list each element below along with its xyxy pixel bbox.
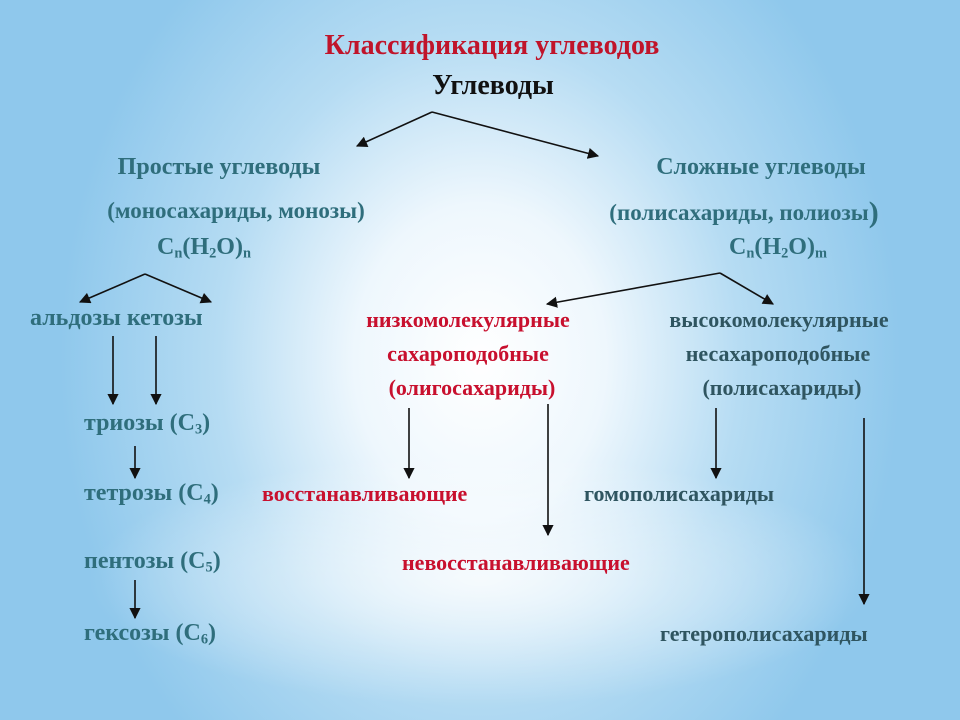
- root-node: Углеводы: [432, 70, 554, 101]
- low-molecular-line1: низкомолекулярные: [366, 307, 570, 332]
- trioses-label: триозы (C3): [84, 410, 211, 438]
- high-molecular-line3: (полисахариды): [702, 375, 862, 400]
- pentoses-label: пентозы (C5): [84, 548, 221, 576]
- simple-carbs-note: (моносахариды, монозы): [107, 198, 365, 223]
- arrow-complex-to-low: [545, 272, 721, 308]
- reducing-label: восстанавливающие: [262, 481, 468, 506]
- high-molecular-line1: высокомолекулярные: [669, 307, 889, 332]
- arrow-simple-to-ketoses: [144, 273, 213, 304]
- low-molecular-line3: (олигосахариды): [388, 375, 556, 400]
- simple-carbs-formula: Cn(H2O)n: [157, 234, 251, 262]
- hexoses-label: гексозы (C6): [84, 620, 217, 648]
- aldoses-ketoses-label: альдозы кетозы: [30, 305, 203, 331]
- complex-carbs-formula: Cn(H2O)m: [729, 234, 827, 262]
- simple-carbs-label: Простые углеводы: [117, 154, 321, 180]
- arrow-simple-to-aldoses: [78, 273, 146, 304]
- heteropolysaccharides-label: гетерополисахариды: [660, 621, 868, 646]
- high-molecular-line2: несахароподобные: [685, 341, 871, 366]
- arrow-root-to-simple: [355, 111, 433, 147]
- low-molecular-line2: сахароподобные: [387, 341, 549, 366]
- homopolysaccharides-label: гомополисахариды: [584, 481, 775, 506]
- nonreducing-label: невосстанавливающие: [402, 550, 630, 575]
- arrow-complex-to-high: [719, 272, 774, 305]
- arrow-root-to-complex: [431, 111, 600, 159]
- complex-carbs-note: (полисахариды, полиозы): [609, 196, 879, 229]
- page-title: Классификация углеводов: [324, 30, 660, 61]
- tetroses-label: тетрозы (C4): [84, 480, 219, 508]
- complex-carbs-label: Сложные углеводы: [656, 154, 866, 180]
